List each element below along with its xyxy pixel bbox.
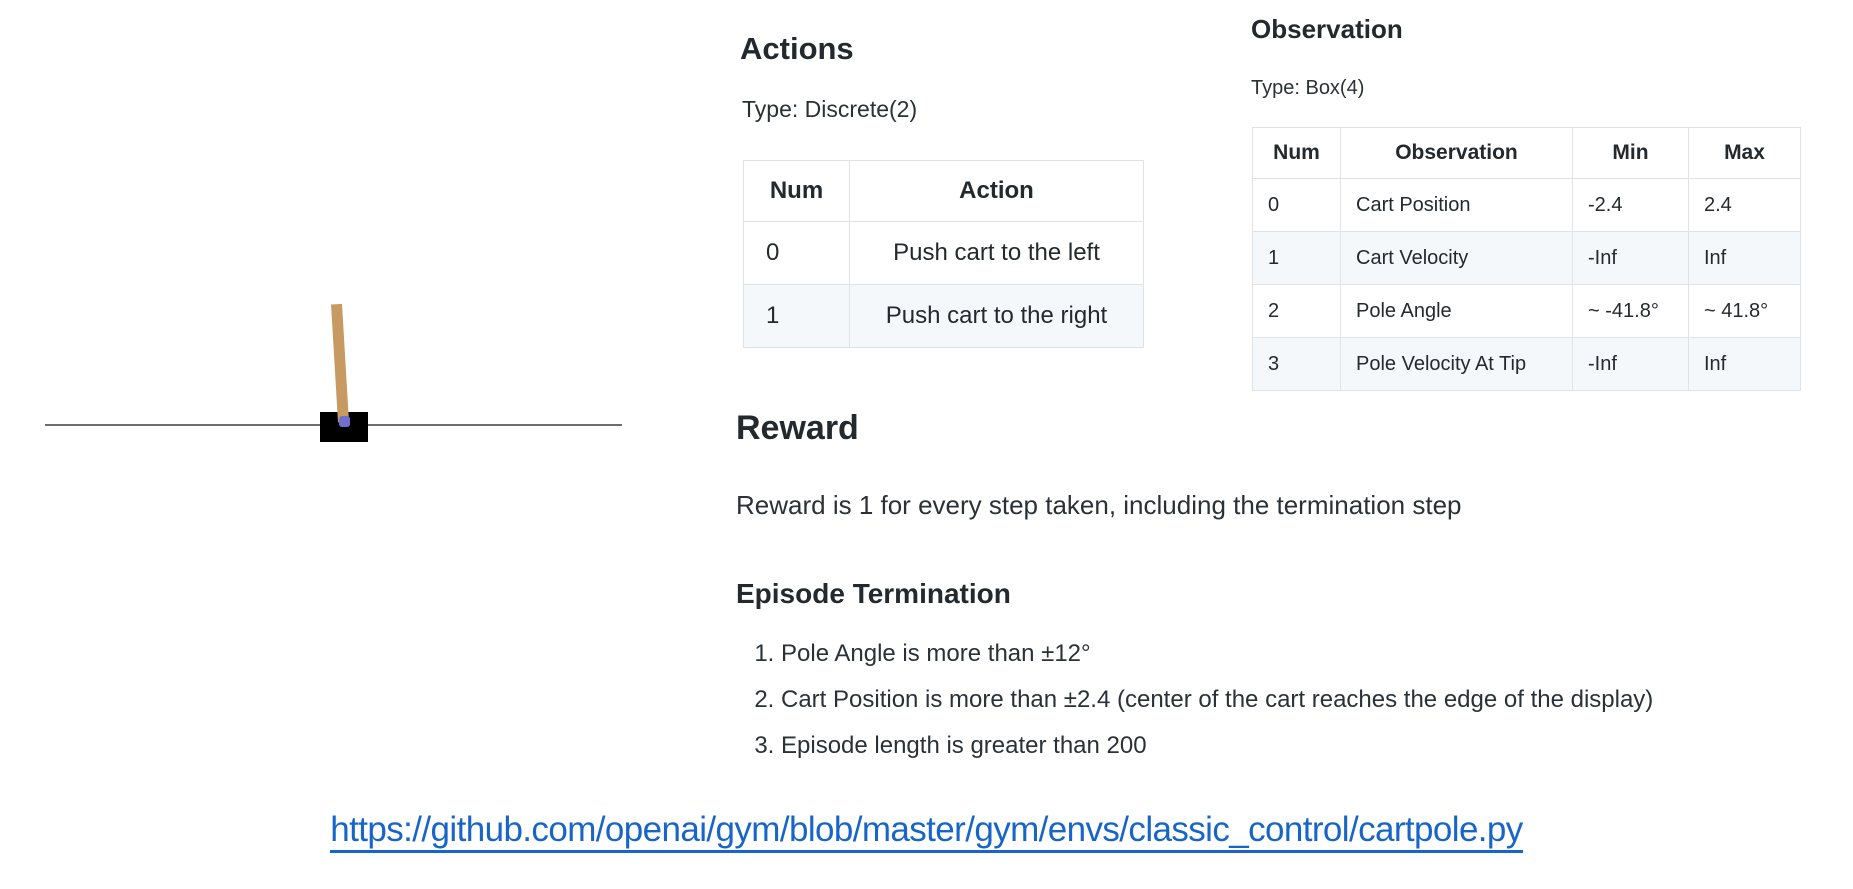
obs-max-cell: Inf — [1688, 231, 1801, 285]
obs-max-cell: Inf — [1688, 337, 1801, 391]
list-item: Cart Position is more than ±2.4 (center … — [781, 686, 1653, 715]
obs-min-cell: -2.4 — [1572, 178, 1689, 232]
obs-header-max: Max — [1688, 127, 1801, 179]
action-num-cell: 0 — [743, 221, 850, 285]
cartpole-axle — [339, 416, 350, 427]
actions-title: Actions — [740, 31, 854, 66]
reward-text: Reward is 1 for every step taken, includ… — [736, 490, 1462, 520]
list-item: Pole Angle is more than ±12° — [781, 640, 1653, 669]
obs-max-cell: 2.4 — [1688, 178, 1801, 232]
github-source-link[interactable]: https://github.com/openai/gym/blob/maste… — [330, 810, 1523, 853]
observation-title: Observation — [1251, 14, 1403, 44]
action-num-cell: 1 — [743, 284, 850, 348]
cartpole-pole — [331, 303, 349, 423]
obs-min-cell: -Inf — [1572, 337, 1689, 391]
table-row: 0 Push cart to the left — [743, 221, 1144, 285]
obs-name-cell: Cart Velocity — [1340, 231, 1573, 285]
obs-header-min: Min — [1572, 127, 1689, 179]
table-row: 1 Cart Velocity -Inf Inf — [1252, 231, 1801, 285]
actions-header-num: Num — [743, 160, 850, 222]
obs-num-cell: 3 — [1252, 337, 1341, 391]
episode-termination-title: Episode Termination — [736, 578, 1011, 609]
table-row: 3 Pole Velocity At Tip -Inf Inf — [1252, 337, 1801, 391]
obs-min-cell: -Inf — [1572, 231, 1689, 285]
obs-name-cell: Pole Angle — [1340, 284, 1573, 338]
actions-type-label: Type: Discrete(2) — [742, 96, 918, 122]
obs-header-observation: Observation — [1340, 127, 1573, 179]
observation-type-label: Type: Box(4) — [1251, 77, 1365, 99]
table-row: 0 Cart Position -2.4 2.4 — [1252, 178, 1801, 232]
obs-num-cell: 2 — [1252, 284, 1341, 338]
obs-name-cell: Cart Position — [1340, 178, 1573, 232]
obs-num-cell: 1 — [1252, 231, 1341, 285]
obs-max-cell: ~ 41.8° — [1688, 284, 1801, 338]
source-link-row: https://github.com/openai/gym/blob/maste… — [0, 810, 1853, 853]
reward-title: Reward — [736, 409, 859, 447]
actions-header-action: Action — [849, 160, 1144, 222]
obs-num-cell: 0 — [1252, 178, 1341, 232]
list-item: Episode length is greater than 200 — [781, 732, 1653, 761]
actions-table-header-row: Num Action — [743, 160, 1144, 222]
actions-table: Num Action 0 Push cart to the left 1 Pus… — [743, 160, 1144, 348]
episode-termination-list: Pole Angle is more than ±12° Cart Positi… — [737, 640, 1653, 777]
action-desc-cell: Push cart to the right — [849, 284, 1144, 348]
action-desc-cell: Push cart to the left — [849, 221, 1144, 285]
obs-min-cell: ~ -41.8° — [1572, 284, 1689, 338]
obs-name-cell: Pole Velocity At Tip — [1340, 337, 1573, 391]
table-row: 2 Pole Angle ~ -41.8° ~ 41.8° — [1252, 284, 1801, 338]
observation-table-header-row: Num Observation Min Max — [1252, 127, 1801, 179]
table-row: 1 Push cart to the right — [743, 284, 1144, 348]
observation-table: Num Observation Min Max 0 Cart Position … — [1252, 127, 1801, 391]
obs-header-num: Num — [1252, 127, 1341, 179]
